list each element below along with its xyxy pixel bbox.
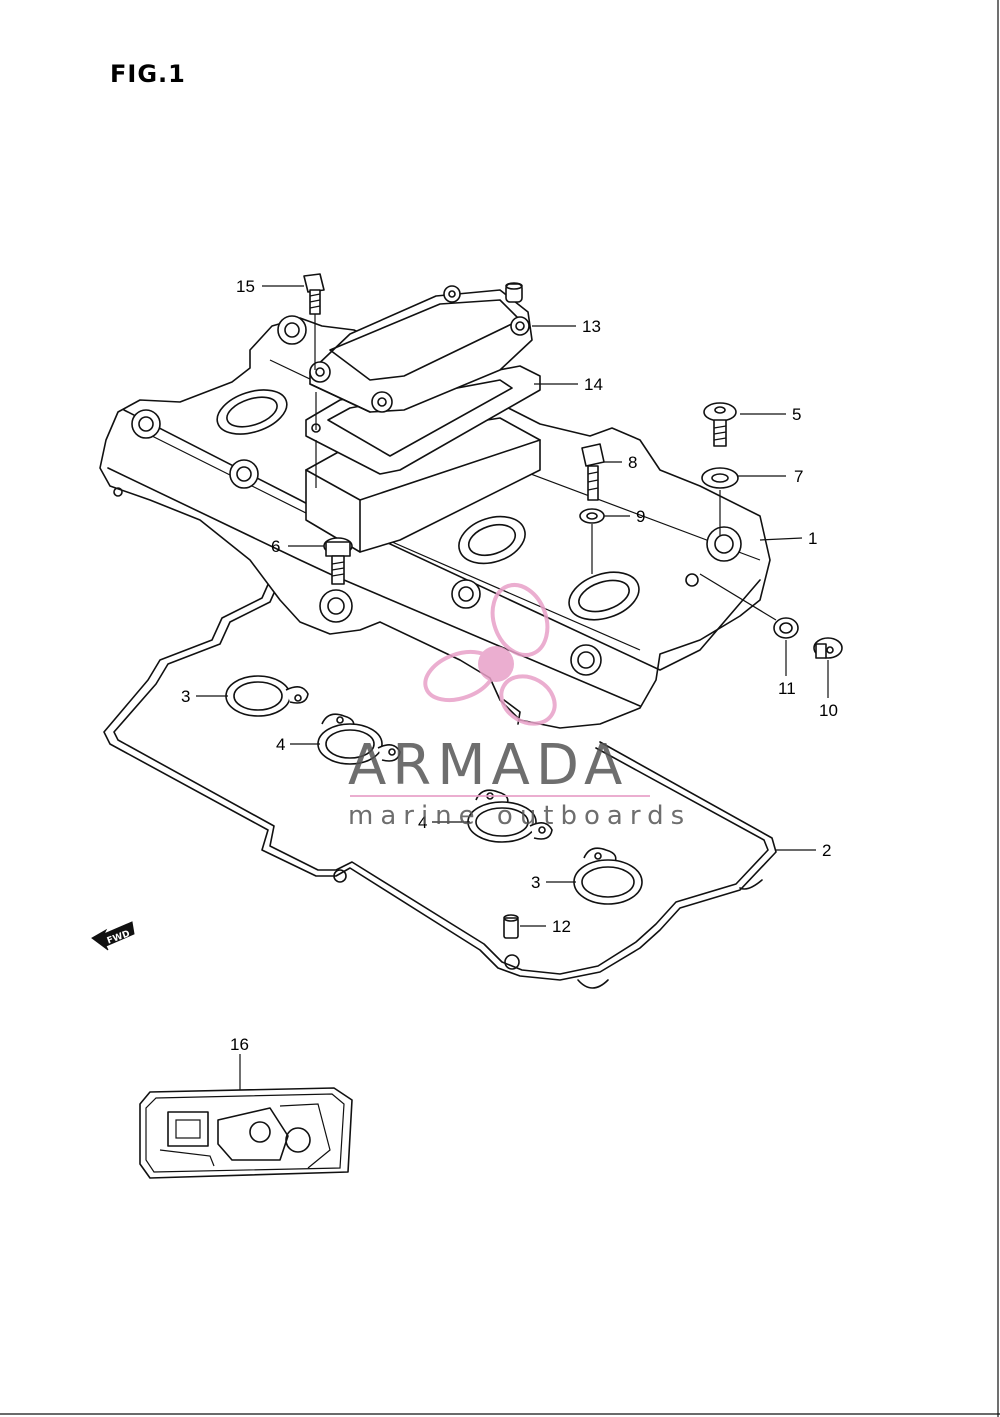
o-ring-part-11	[699, 573, 799, 639]
cylinder-head-cover-gasket	[103, 579, 777, 989]
callout-8: 8	[628, 453, 637, 472]
plug-seal-part-4-upper	[317, 713, 401, 765]
callout-6: 6	[271, 537, 280, 556]
plug-seal-part-3-lower	[573, 847, 643, 905]
cylinder-head-cover	[99, 315, 771, 729]
callout-7: 7	[794, 467, 803, 486]
washer-part-9	[579, 508, 605, 574]
callout-13: 13	[582, 317, 601, 336]
callout-15: 15	[236, 277, 255, 296]
bolt-part-5	[703, 402, 737, 447]
callout-16: 16	[230, 1035, 249, 1054]
callout-11: 11	[778, 679, 796, 698]
callout-leader-lines	[196, 285, 829, 1090]
callout-12: 12	[552, 917, 571, 936]
bolt-part-15	[303, 273, 325, 488]
callout-1: 1	[808, 529, 817, 548]
callout-9: 9	[636, 507, 645, 526]
watermark-name: ARMADA	[348, 733, 628, 798]
callout-2: 2	[822, 841, 831, 860]
callout-5: 5	[792, 405, 801, 424]
callout-3-lower: 3	[531, 873, 540, 892]
callout-3-upper: 3	[181, 687, 190, 706]
propeller-logo-icon	[423, 583, 557, 726]
callout-10: 10	[819, 701, 838, 720]
figure-title: FIG.1	[110, 60, 186, 88]
callout-4-lower: 4	[418, 813, 427, 832]
armada-watermark: ARMADA marine outboards	[348, 583, 691, 831]
callout-numbers: 15 13 14 5 7 8 9 1 6 11 10 3 4 4 3 2 12 …	[181, 277, 838, 1054]
callout-4-upper: 4	[276, 735, 285, 754]
watermark-tagline: marine outboards	[348, 801, 691, 831]
plug-seal-part-4-lower	[467, 789, 553, 843]
washer-part-7	[701, 467, 739, 536]
gasket-set-part-16	[139, 1087, 353, 1179]
breather-cover	[309, 282, 533, 413]
callout-14: 14	[584, 375, 603, 394]
bolt-part-6	[323, 537, 353, 585]
dowel-pin-part-12	[503, 914, 519, 939]
bolt-part-10	[813, 637, 843, 659]
plug-seal-part-3-upper	[225, 675, 309, 717]
forward-direction-marker: FWD	[91, 921, 135, 951]
